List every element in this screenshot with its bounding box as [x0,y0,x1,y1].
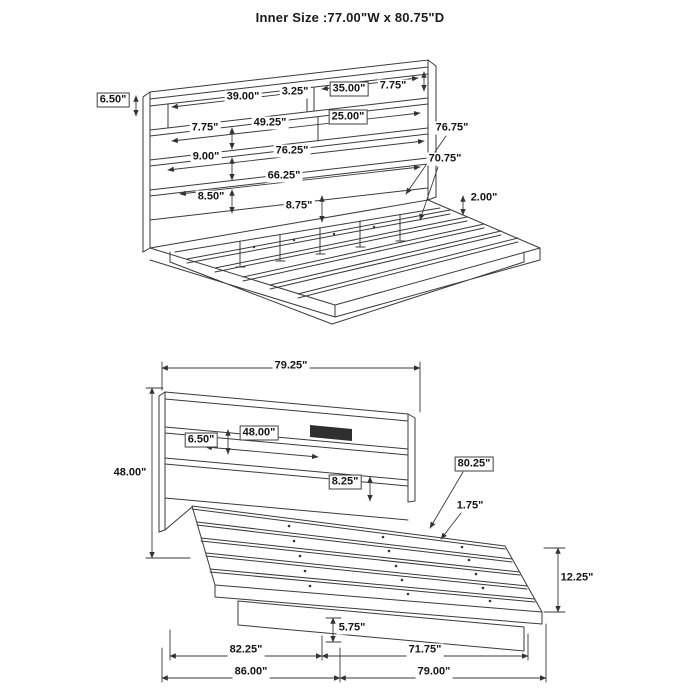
dim-right-shelf-width: 35.00" [329,81,369,97]
dim-divider-width: 3.25" [279,85,311,99]
dim-left-shelf-width: 39.00" [224,90,262,104]
headboard-shelf-lines [164,426,409,521]
bottom-dimension-arrows [145,361,566,683]
dim-rail-length: 71.75" [406,643,444,657]
dim-third-row-width: 76.25" [273,144,311,158]
dim-right-compartment-width: 25.00" [328,109,368,125]
dim-top-section-height: 7.75" [377,79,409,93]
dim-fourth-row-width: 66.25" [265,169,303,183]
slat-deck [191,505,543,613]
dim-platform-depth: 79.00" [415,665,453,679]
dim-slat-thickness: 1.75" [454,499,486,513]
dim-rail-height: 8.50" [195,190,227,204]
dim-rail-gap: 2.00" [468,191,500,205]
dim-shelf-opening-width: 48.00" [239,425,279,441]
screw-dots [252,225,376,249]
dim-headboard-width: 79.25" [272,359,310,373]
dim-inner-rail-length: 70.75" [426,152,464,166]
dim-third-row-height: 9.00" [190,150,222,164]
dim-overall-depth: 86.00" [232,665,270,679]
dim-second-row-width: 49.25" [251,116,289,130]
page-title: Inner Size :77.00"W x 80.75"D [255,10,445,25]
dim-outer-rail-length: 76.75" [433,121,471,135]
platform-outline [149,199,541,325]
media-shelf [310,425,352,441]
dim-footboard-height: 12.25" [558,571,596,585]
dim-inner-length: 82.25" [227,643,265,657]
support-legs [174,207,441,268]
bottom-view [145,361,566,683]
dim-plinth-height: 5.75" [336,621,368,635]
dim-second-row-height: 7.75" [189,121,221,135]
dim-shelf-opening-height-bottom: 6.50" [184,432,218,448]
dim-shelf-opening-height: 6.50" [96,92,130,108]
headboard-outline [158,391,416,533]
screw-dots [287,524,492,603]
platform-base [214,584,543,652]
dim-headboard-height: 48.00" [111,466,149,480]
dim-base-section-height: 8.25" [328,474,362,490]
slats [186,209,519,299]
dim-leg-height: 8.75" [283,199,315,213]
dim-slat-length: 80.25" [454,456,494,472]
